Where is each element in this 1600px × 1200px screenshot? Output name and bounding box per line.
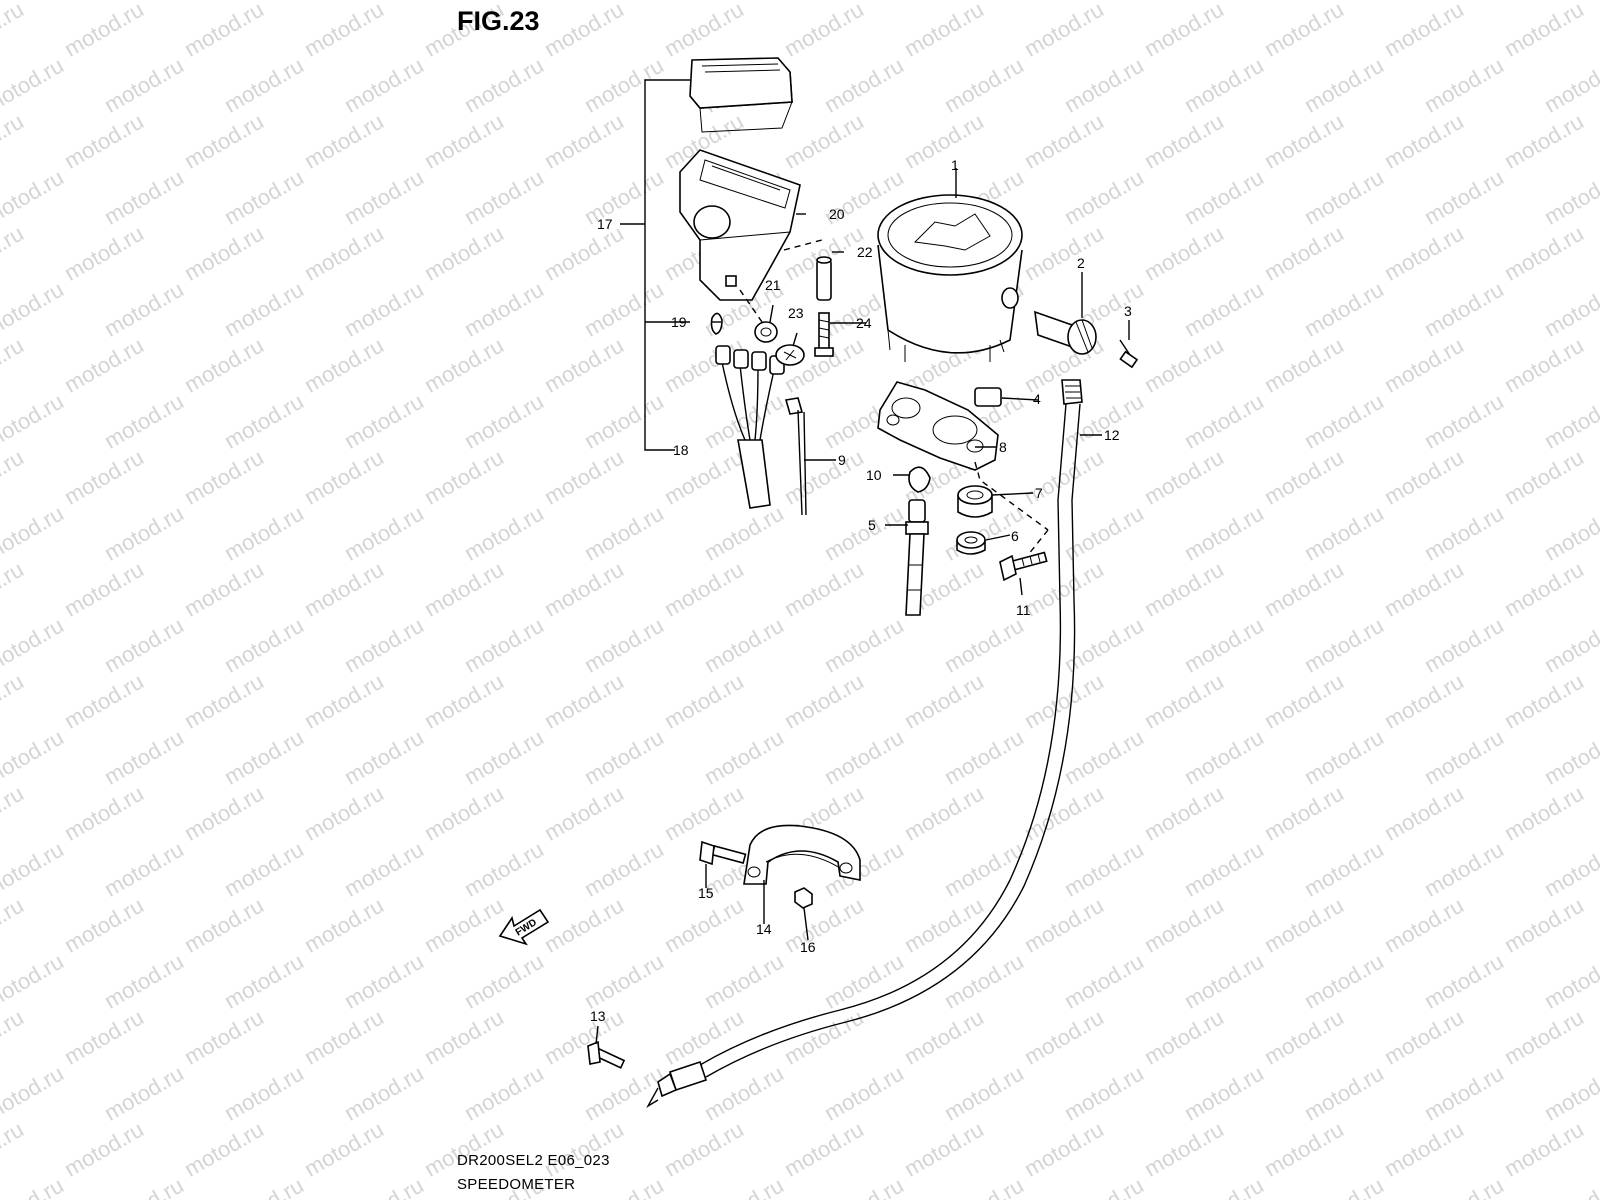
figure-title: FIG.23: [457, 6, 540, 36]
grommet-7: [957, 485, 993, 518]
callout-4: 4: [1033, 391, 1041, 407]
callout-18: 18: [673, 442, 689, 458]
drawing-code: DR200SEL2 E06_023: [457, 1152, 610, 1169]
callout-23: 23: [788, 305, 804, 321]
bolt-15: [699, 840, 747, 866]
reset-knob-2: [1034, 310, 1097, 355]
callout-14: 14: [756, 921, 772, 937]
indicator-cover: [689, 57, 793, 133]
callout-9: 9: [838, 452, 846, 468]
callout-20: 20: [829, 206, 845, 222]
bulb-socket-5: [905, 499, 929, 616]
screw-24: [814, 312, 834, 357]
spacer-22: [816, 256, 832, 301]
cable-tie-9: [784, 397, 807, 516]
callout-1: 1: [951, 157, 959, 173]
callout-3: 3: [1124, 303, 1132, 319]
callout-10: 10: [866, 467, 882, 483]
speedometer-1: [877, 194, 1023, 362]
callout-16: 16: [800, 939, 816, 955]
meter-bracket-8: [877, 381, 999, 471]
callout-22: 22: [857, 244, 873, 260]
callout-numbers: 1 2 3 4 5 6 7 8 9 10 11 12 13 14 15 16 1…: [590, 157, 1132, 1024]
cable-clamp-14: [743, 824, 861, 885]
callout-17: 17: [597, 216, 613, 232]
forward-arrow: FWD: [498, 908, 550, 946]
lamp-harness-18: [715, 345, 785, 509]
callout-12: 12: [1104, 427, 1120, 443]
nut-16: [794, 887, 813, 909]
cushion-23: [775, 344, 805, 366]
grommet-21: [754, 321, 778, 343]
leader-lines: [595, 168, 1130, 1045]
group-bracket-17: [620, 79, 690, 451]
callout-8: 8: [999, 439, 1007, 455]
damper-4: [974, 387, 1002, 407]
callout-13: 13: [590, 1008, 606, 1024]
screw-13: [587, 1040, 626, 1069]
callout-7: 7: [1035, 485, 1043, 501]
callout-15: 15: [698, 885, 714, 901]
speedometer-cable-12: [646, 379, 1083, 1108]
callout-24: 24: [856, 315, 872, 331]
lamp-housing-20: [679, 149, 801, 301]
bulb-19: [710, 312, 723, 335]
bulb-10: [908, 466, 931, 493]
collar-6: [956, 531, 986, 555]
callout-2: 2: [1077, 255, 1085, 271]
callout-21: 21: [765, 277, 781, 293]
screw-3: [1119, 339, 1139, 369]
callout-19: 19: [671, 314, 687, 330]
bolt-11: [999, 551, 1048, 582]
drawing-caption: SPEEDOMETER: [457, 1176, 576, 1193]
callout-11: 11: [1016, 602, 1031, 618]
callout-5: 5: [868, 517, 876, 533]
callout-6: 6: [1011, 528, 1019, 544]
